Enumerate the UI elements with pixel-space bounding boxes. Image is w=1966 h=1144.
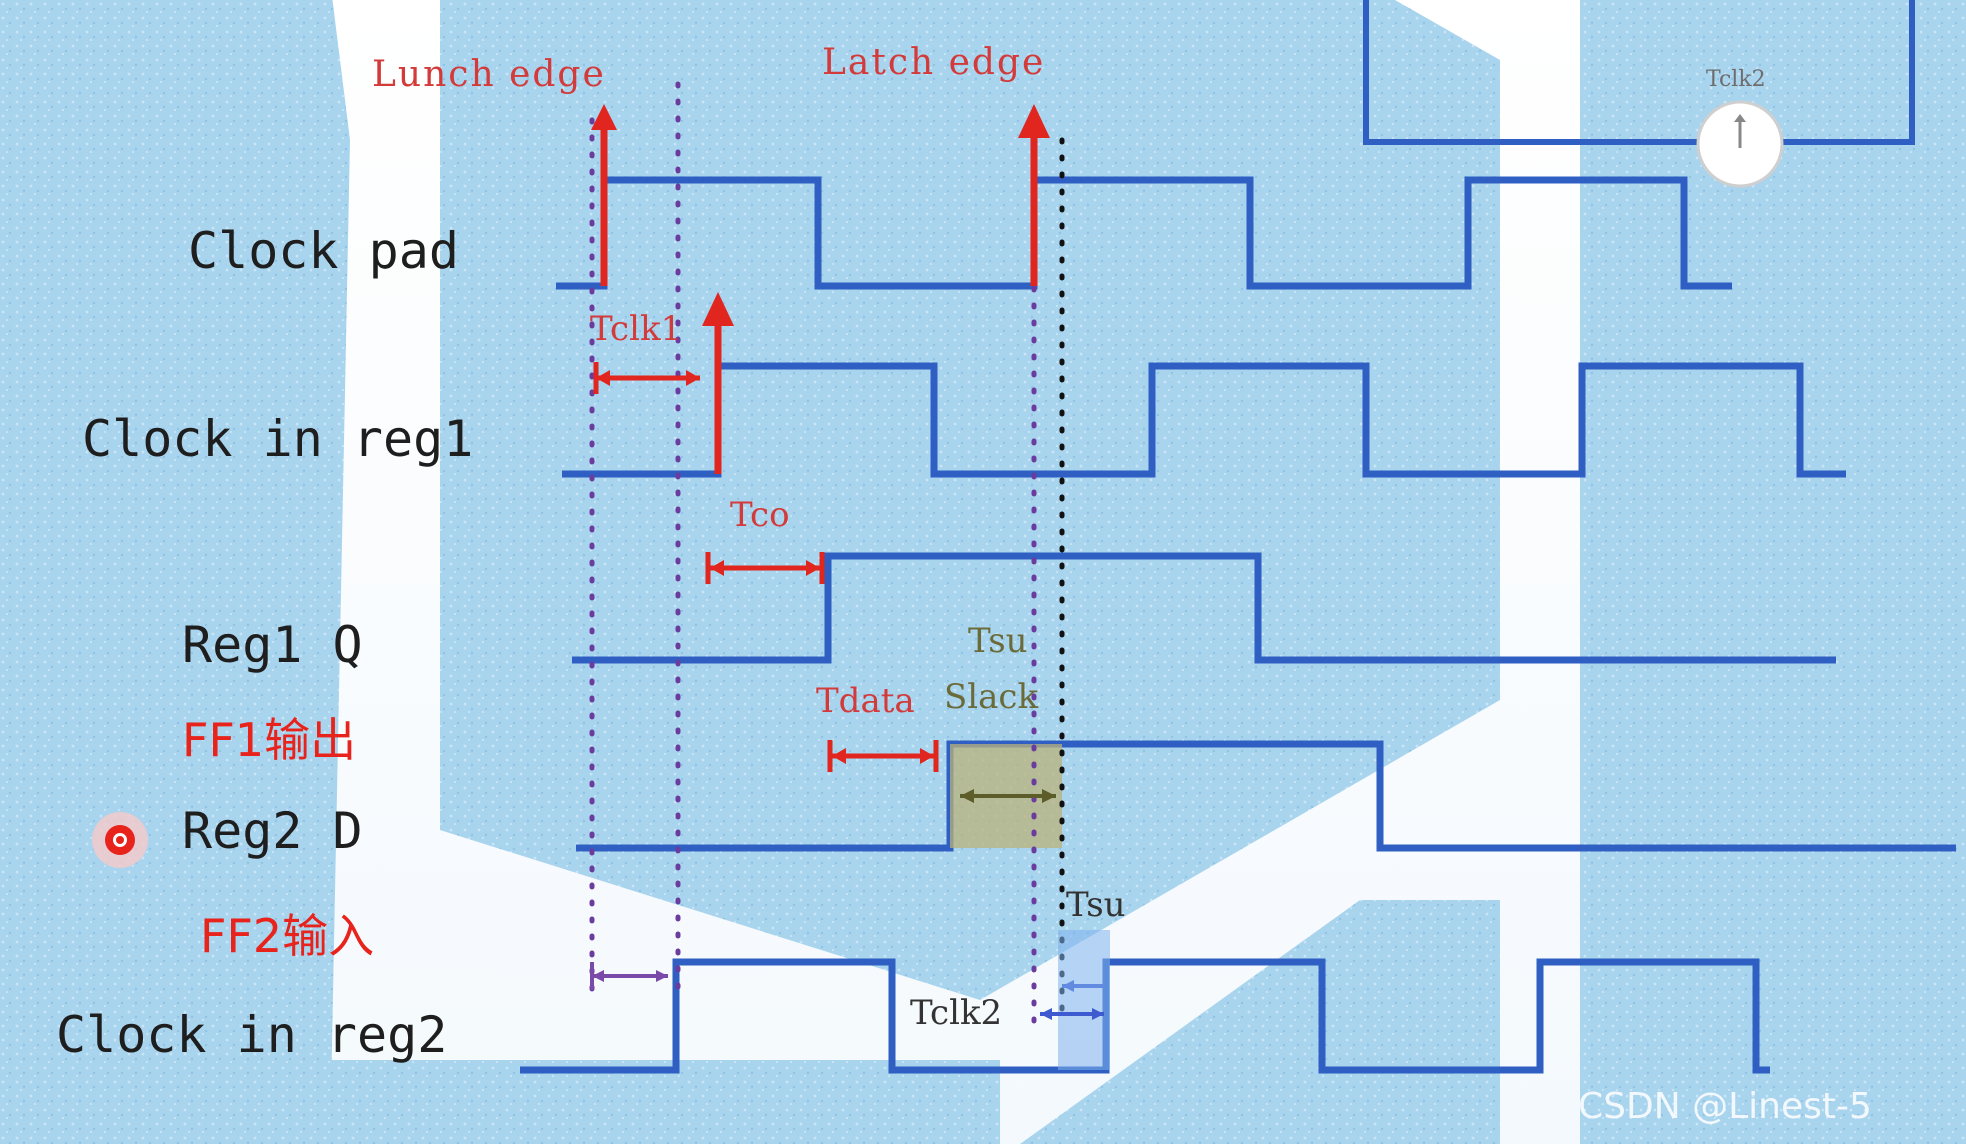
slack-measure (960, 789, 1056, 803)
tclk2-label: Tclk2 (910, 993, 1002, 1033)
waveforms (520, 176, 1956, 1074)
tco-label: Tco (730, 495, 790, 535)
signal-label-clock-in-reg2: Clock in reg2 (56, 1006, 447, 1064)
slack-label: Slack (944, 677, 1038, 717)
inset-frame: Tclk2 (1363, 0, 1915, 188)
tsu-upper-label: Tsu (968, 621, 1028, 661)
record-indicator-icon (92, 812, 148, 868)
ff1-output-annotation: FF1输出 (182, 713, 356, 767)
tclk1-measure (593, 362, 700, 394)
ff2-input-annotation: FF2输入 (200, 909, 374, 963)
launch-edge-label: Lunch edge (372, 54, 606, 95)
tsu-lower-label: Tsu (1066, 885, 1126, 925)
waveform-reg2-d (576, 740, 1956, 852)
tdata-measure (827, 740, 939, 772)
signal-label-reg1-q: Reg1 Q (182, 616, 363, 674)
inset-tclk2-label: Tclk2 (1706, 67, 1766, 92)
signal-label-reg2-d: Reg2 D (182, 802, 363, 860)
csdn-watermark: CSDN @Linest-5 (1578, 1086, 1872, 1127)
signal-labels: Clock pad Clock in reg1 Reg1 Q Reg2 D Cl… (56, 222, 473, 1064)
waveform-clock-pad (556, 176, 1732, 290)
tco-measure (705, 552, 825, 584)
tclk2-measure (1040, 930, 1110, 1070)
edge-markers (591, 104, 1050, 474)
reg1-clock-arrow-head (702, 292, 734, 326)
signal-label-clock-pad: Clock pad (188, 222, 459, 280)
tclk1-label: Tclk1 (590, 309, 682, 349)
latch-edge-arrow-head (1018, 104, 1050, 138)
tdata-label: Tdata (816, 681, 915, 721)
signal-label-clock-in-reg1: Clock in reg1 (82, 410, 473, 468)
latch-edge-label: Latch edge (822, 42, 1045, 83)
waveform-clock-in-reg1 (562, 362, 1846, 478)
reg2-skew-measure (590, 962, 668, 990)
reference-lines (589, 81, 1065, 1027)
waveform-reg1-q (572, 552, 1836, 664)
waveform-clock-in-reg2 (520, 958, 1770, 1074)
launch-edge-arrow-head (591, 104, 617, 130)
